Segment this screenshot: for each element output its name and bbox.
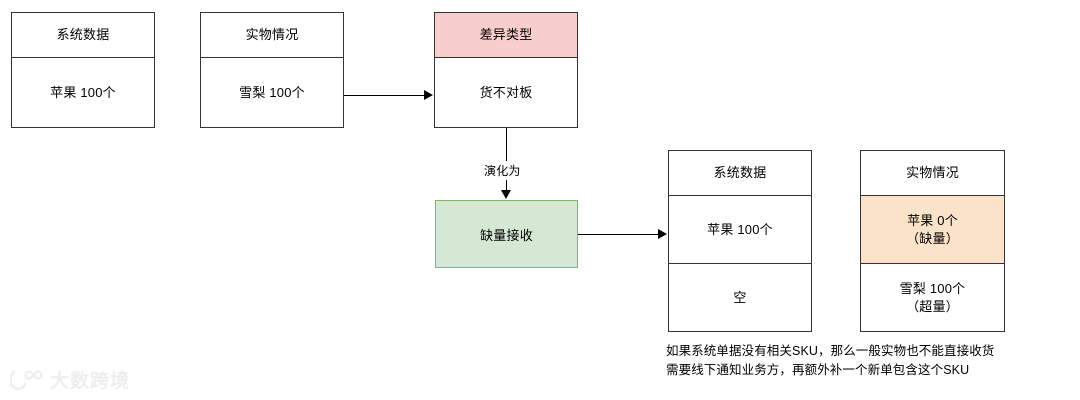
node-shortage-receive-label: 缺量接收 — [480, 227, 533, 243]
footnote-line-2: 需要线下通知业务方，再额外补一个新单包含这个SKU — [666, 363, 970, 378]
node-physical-after-row-2: 雪梨 100个 （超量） — [899, 280, 966, 314]
node-system-data-after-header: 系统数据 — [669, 151, 811, 196]
node-system-data-before-row-1: 苹果 100个 — [50, 84, 116, 100]
edge-diff-to-shortage-line — [506, 128, 507, 192]
edge-physical-to-diff-arrowhead — [424, 90, 433, 100]
node-physical-after: 实物情况 苹果 0个 （缺量） 雪梨 100个 （超量） — [860, 150, 1005, 332]
node-physical-before: 实物情况 雪梨 100个 — [200, 12, 344, 128]
node-physical-after-header: 实物情况 — [861, 151, 1004, 196]
watermark-text: 大数跨境 — [50, 371, 131, 392]
node-system-data-after-row-1: 苹果 100个 — [669, 196, 811, 264]
node-physical-before-row-1: 雪梨 100个 — [239, 84, 305, 100]
edge-diff-to-shortage-arrowhead — [501, 190, 511, 199]
node-diff-type-header: 差异类型 — [435, 13, 577, 58]
node-diff-type: 差异类型 货不对板 — [434, 12, 578, 128]
node-physical-before-header: 实物情况 — [201, 13, 343, 58]
edge-shortage-to-result-arrowhead — [658, 229, 667, 239]
watermark: 大数跨境 — [9, 366, 131, 393]
node-diff-type-row-1: 货不对板 — [479, 84, 533, 100]
edge-shortage-to-result-line — [578, 234, 660, 235]
node-system-data-after: 系统数据 苹果 100个 空 — [668, 150, 812, 332]
watermark-logo-icon — [9, 368, 44, 392]
node-system-data-before: 系统数据 苹果 100个 — [11, 12, 155, 128]
footnote: 如果系统单据没有相关SKU，那么一般实物也不能直接收货 需要线下通知业务方，再额… — [666, 342, 994, 381]
edge-physical-to-diff-line — [344, 95, 426, 96]
node-system-data-after-row-2: 空 — [733, 289, 747, 305]
node-physical-after-row-1: 苹果 0个 （缺量） — [861, 196, 1004, 264]
edge-label-evolves-to: 演化为 — [481, 161, 524, 180]
node-shortage-receive: 缺量接收 — [435, 200, 578, 268]
node-system-data-before-header: 系统数据 — [12, 13, 154, 58]
footnote-line-1: 如果系统单据没有相关SKU，那么一般实物也不能直接收货 — [666, 344, 995, 358]
